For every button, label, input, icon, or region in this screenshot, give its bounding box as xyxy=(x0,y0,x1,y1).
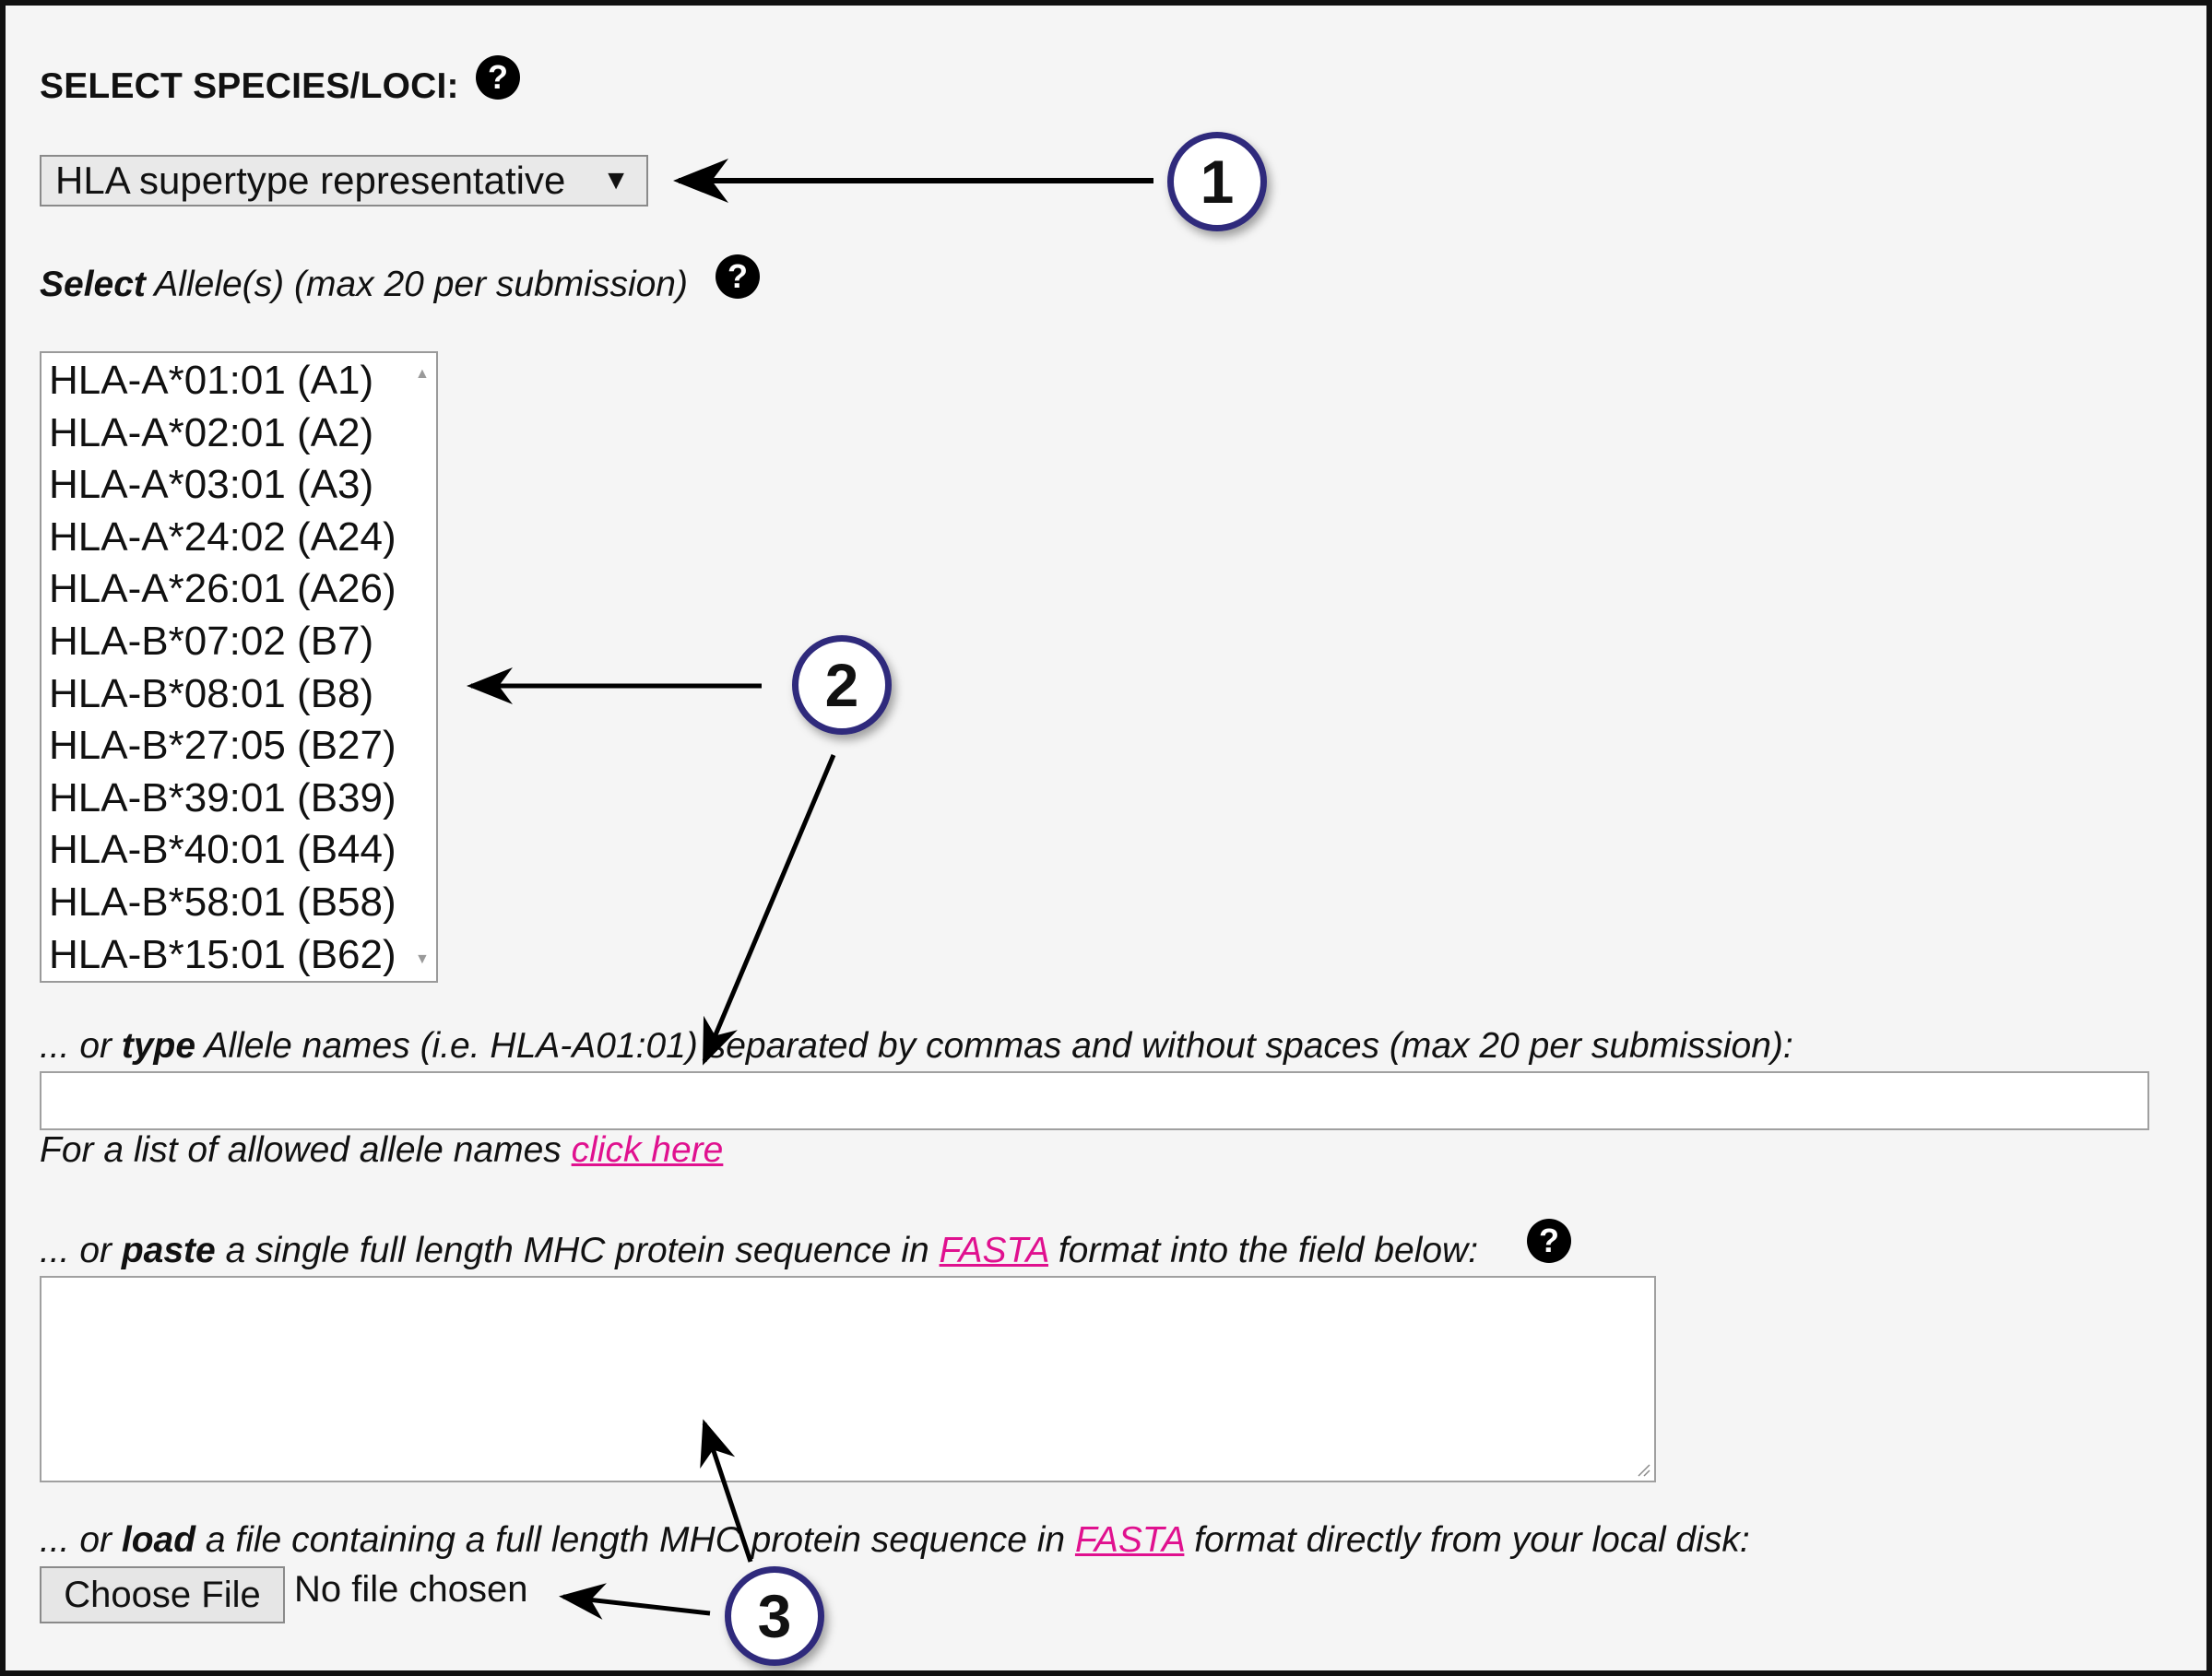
listbox-scrollbar[interactable]: ▲ ▼ xyxy=(408,353,436,981)
allele-option[interactable]: HLA-A*26:01 (A26) xyxy=(49,566,396,612)
callout-badge-3: 3 xyxy=(725,1566,824,1666)
allele-option[interactable]: HLA-A*01:01 (A1) xyxy=(49,358,374,403)
file-status: No file chosen xyxy=(294,1569,528,1610)
type-alleles-label-text: Allele names (i.e. HLA-A01:01) separated… xyxy=(195,1026,1793,1066)
scroll-down-icon[interactable]: ▼ xyxy=(415,951,430,967)
allele-select-label-text: Allele(s) (max 20 per submission) xyxy=(145,265,688,304)
choose-file-button[interactable]: Choose File xyxy=(40,1566,285,1623)
paste-label-bold: paste xyxy=(121,1231,216,1270)
help-icon[interactable]: ? xyxy=(1527,1219,1571,1263)
callout-badge-2: 2 xyxy=(792,635,892,735)
allele-select-label: Select Allele(s) (max 20 per submission) xyxy=(40,265,688,305)
load-file-label: ... or load a file containing a full len… xyxy=(40,1520,1750,1561)
paste-label-pre: ... or xyxy=(40,1231,122,1270)
callout-badge-1: 1 xyxy=(1167,132,1267,231)
load-label-bold: load xyxy=(121,1520,196,1560)
allowed-names-hint: For a list of allowed allele names click… xyxy=(40,1130,723,1171)
help-icon[interactable]: ? xyxy=(476,55,520,100)
type-alleles-label-pre: ... or xyxy=(40,1026,122,1066)
allowed-names-hint-text: For a list of allowed allele names xyxy=(40,1130,572,1170)
allele-option[interactable]: HLA-A*03:01 (A3) xyxy=(49,462,374,508)
species-dropdown[interactable]: HLA supertype representative ▼ xyxy=(40,155,648,207)
species-heading: SELECT SPECIES/LOCI: xyxy=(40,66,459,106)
help-icon[interactable]: ? xyxy=(716,254,760,299)
species-dropdown-value: HLA supertype representative xyxy=(55,159,566,202)
paste-label-mid: a single full length MHC protein sequenc… xyxy=(215,1231,940,1270)
allele-option[interactable]: HLA-B*08:01 (B8) xyxy=(49,670,374,716)
allele-option[interactable]: HLA-A*02:01 (A2) xyxy=(49,409,374,455)
load-label-pre: ... or xyxy=(40,1520,122,1560)
allele-select-label-bold: Select xyxy=(40,265,146,304)
paste-sequence-label: ... or paste a single full length MHC pr… xyxy=(40,1231,1478,1271)
allele-option[interactable]: HLA-A*24:02 (A24) xyxy=(49,513,396,560)
load-label-post: format directly from your local disk: xyxy=(1184,1520,1750,1560)
fasta-link[interactable]: FASTA xyxy=(1074,1520,1185,1560)
allele-option[interactable]: HLA-B*39:01 (B39) xyxy=(49,774,396,820)
resize-grip-icon[interactable] xyxy=(1636,1462,1650,1477)
click-here-link[interactable]: click here xyxy=(571,1130,724,1170)
scroll-up-icon[interactable]: ▲ xyxy=(415,366,430,382)
allele-option[interactable]: HLA-B*07:02 (B7) xyxy=(49,618,374,664)
arrow-3b xyxy=(559,1583,711,1620)
allele-option[interactable]: HLA-B*27:05 (B27) xyxy=(49,723,396,769)
allele-option[interactable]: HLA-B*15:01 (B62) xyxy=(49,931,396,977)
allele-names-input[interactable] xyxy=(40,1071,2149,1130)
allele-listbox[interactable]: HLA-A*01:01 (A1) HLA-A*02:01 (A2) HLA-A*… xyxy=(40,351,438,983)
sequence-textarea[interactable] xyxy=(40,1276,1656,1482)
fasta-link[interactable]: FASTA xyxy=(939,1231,1048,1270)
arrow-2b xyxy=(702,754,836,1066)
allele-options: HLA-A*01:01 (A1) HLA-A*02:01 (A2) HLA-A*… xyxy=(49,355,396,981)
type-alleles-label-bold: type xyxy=(121,1026,196,1066)
chevron-down-icon: ▼ xyxy=(602,165,630,195)
allele-option[interactable]: HLA-B*58:01 (B58) xyxy=(49,879,396,925)
type-alleles-label: ... or type Allele names (i.e. HLA-A01:0… xyxy=(40,1026,1793,1067)
load-label-mid: a file containing a full length MHC prot… xyxy=(195,1520,1075,1560)
paste-label-post: format into the field below: xyxy=(1047,1231,1479,1270)
allele-option[interactable]: HLA-B*40:01 (B44) xyxy=(49,827,396,873)
